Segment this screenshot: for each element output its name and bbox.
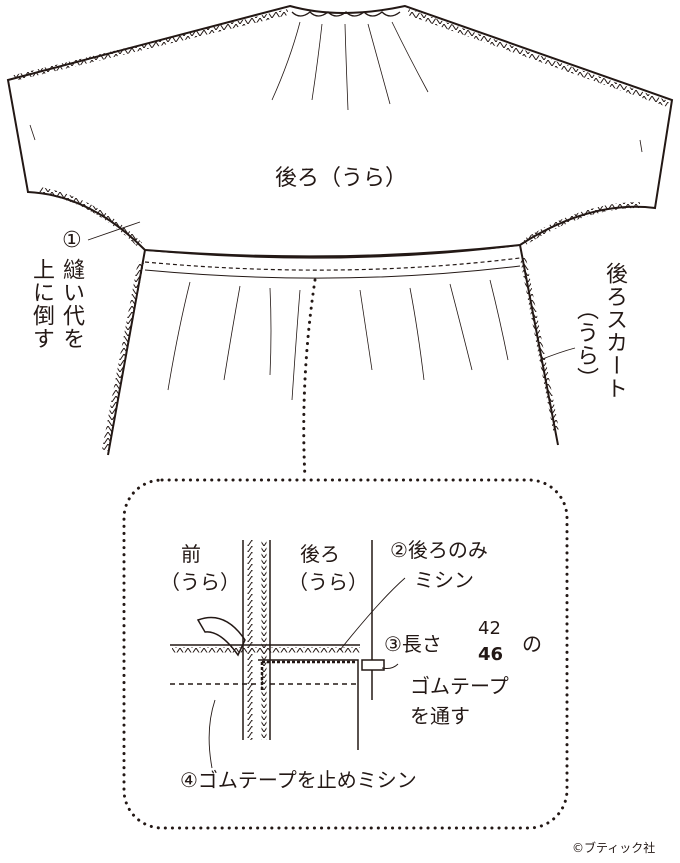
leader-lines <box>87 221 576 361</box>
detail-connector <box>302 278 317 480</box>
step3-length-bottom: 46 <box>478 644 504 665</box>
step3-prefix: ③長さ <box>384 632 442 656</box>
back-label-line2: （うら） <box>288 570 368 594</box>
skirt-gather-lines <box>167 279 509 401</box>
step3-line2: を通す <box>410 704 470 728</box>
skirt-back-piece <box>102 244 559 456</box>
step1-marker: ① <box>62 228 82 253</box>
bodice-back-label: 後ろ（うら） <box>275 166 408 191</box>
detail-seam-drawing <box>170 540 406 769</box>
step3-line1: ゴムテープ <box>410 674 509 698</box>
detail-frame <box>122 478 569 830</box>
skirt-label-line2: （うら） <box>573 298 598 390</box>
step3-suffix: の <box>522 632 542 656</box>
step4-label: ④ゴムテープを止めミシン <box>180 768 417 792</box>
step1-note: ① 縫い代を 上に倒す <box>29 228 90 370</box>
skirt-label-line1: 後ろスカート <box>602 262 627 400</box>
bodice-gather-lines <box>29 21 643 153</box>
skirt-back-label: 後ろスカート （うら） <box>570 262 640 432</box>
copyright: ©ブティック社 <box>572 841 656 855</box>
front-label-line1: 前 <box>181 542 201 566</box>
front-label-line2: （うら） <box>160 570 240 594</box>
step2-line2: ミシン <box>414 568 474 592</box>
step3-length-top: 42 <box>478 618 501 639</box>
step1-line1: 縫い代を <box>59 258 84 350</box>
bodice-back-piece <box>6 4 674 258</box>
step2-line1: ②後ろのみ <box>390 538 488 562</box>
step1-line2: 上に倒す <box>29 258 54 350</box>
back-label-line1: 後ろ <box>300 542 340 566</box>
